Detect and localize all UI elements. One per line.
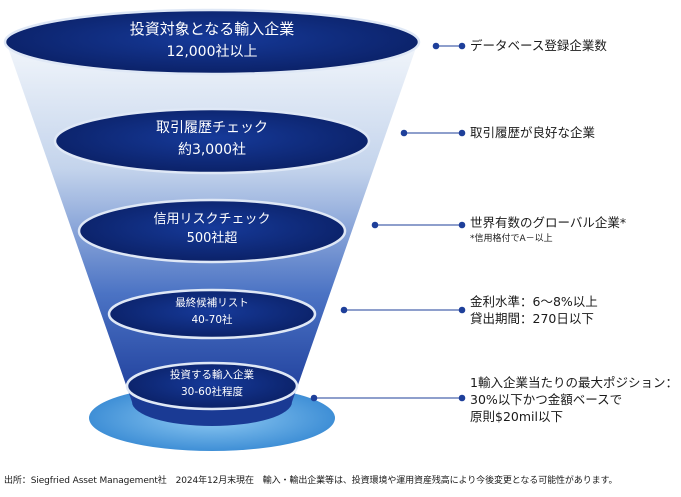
- stage-count: 12,000社以上: [166, 43, 258, 60]
- stage-label-2: 取引履歴チェック約3,000社: [55, 118, 369, 161]
- stage-note-2: 取引履歴が良好な企業: [470, 125, 596, 140]
- connector-dot-5-end: [458, 394, 466, 402]
- stage-count: 30-60社程度: [180, 386, 243, 398]
- footer-source-note: 出所：Siegfried Asset Management社 2024年12月末…: [4, 476, 618, 486]
- stage-count: 40-70社: [191, 314, 233, 326]
- stage-label-4: 最終候補リスト 40-70社: [109, 296, 315, 329]
- stage-ellipse-2: [53, 107, 371, 175]
- stage-title: 投資対象となる輸入企業: [129, 20, 295, 39]
- connector-dot-5-start: [310, 394, 318, 402]
- stage-label-5: 投資する輸入企業 30-60社程度: [127, 368, 297, 401]
- stage-ellipse-3: [77, 198, 347, 264]
- connector-dot-2-end: [458, 129, 466, 137]
- connector-dot-4-end: [458, 306, 466, 314]
- stage-count: 500社超: [186, 231, 238, 246]
- stage-note-footnote: *信用格付でA－以上: [470, 234, 553, 244]
- stage-note-5: 1輸入企業当たりの最大ポジション：30%以下かつ金額ベースで原則$20mil以下: [470, 375, 678, 424]
- stage-note-1: データベース登録企業数: [470, 38, 607, 53]
- connector-dot-1-end: [458, 42, 466, 50]
- connector-dot-1-start: [432, 42, 440, 50]
- stage-title: 取引履歴チェック: [156, 120, 268, 136]
- stage-title: 信用リスクチェック: [153, 211, 271, 227]
- connector-dot-4-start: [340, 306, 348, 314]
- stage-ellipse-5: [125, 361, 299, 411]
- stage-note-3: 世界有数のグローバル企業**信用格付でA－以上: [470, 215, 627, 244]
- stage-count: 約3,000社: [177, 142, 247, 158]
- connector-dot-2-start: [400, 129, 408, 137]
- stage-title: 最終候補リスト: [175, 297, 249, 310]
- connector-dot-3-start: [371, 221, 379, 229]
- stage-ellipse-4: [107, 288, 317, 340]
- stage-title: 投資する輸入企業: [170, 369, 254, 382]
- stage-ellipse-1: [3, 8, 421, 76]
- stage-note-4: 金利水準：6～8%以上貸出期間：270日以下: [470, 294, 598, 326]
- stage-label-3: 信用リスクチェック 500社超: [79, 210, 345, 250]
- connector-dot-3-end: [458, 221, 466, 229]
- stage-label-1: 投資対象となる輸入企業 12,000社以上: [5, 18, 419, 63]
